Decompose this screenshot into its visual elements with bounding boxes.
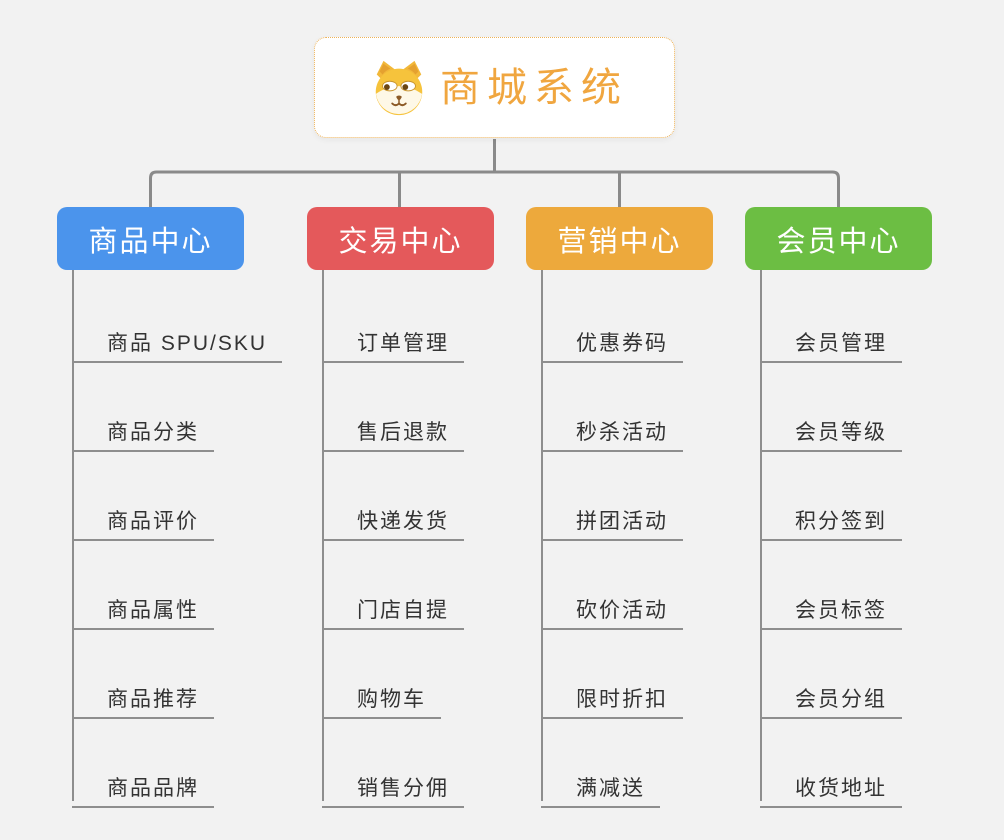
branch-column-member: 会员中心 会员管理 会员等级 积分签到 会员标签 会员分组 收货地址: [745, 207, 997, 808]
leaf-topic[interactable]: 购物车: [322, 672, 441, 719]
leaf-topic[interactable]: 快递发货: [322, 494, 464, 541]
leaf-topic[interactable]: 限时折扣: [541, 672, 683, 719]
leaf-topic[interactable]: 秒杀活动: [541, 405, 683, 452]
leaf-topic[interactable]: 门店自提: [322, 583, 464, 630]
branch-trunk-line: [72, 270, 74, 801]
leaf-topic[interactable]: 商品评价: [72, 494, 214, 541]
branch-column-product: 商品中心 商品 SPU/SKU 商品分类 商品评价 商品属性 商品推荐 商品品牌: [57, 207, 309, 808]
branch-trunk-line: [760, 270, 762, 801]
leaf-topic[interactable]: 会员管理: [760, 316, 902, 363]
leaf-topic[interactable]: 优惠券码: [541, 316, 683, 363]
leaf-topic[interactable]: 商品属性: [72, 583, 214, 630]
branch-trunk-line: [322, 270, 324, 801]
leaf-topic[interactable]: 会员等级: [760, 405, 902, 452]
leaf-topic[interactable]: 拼团活动: [541, 494, 683, 541]
leaf-topic[interactable]: 会员标签: [760, 583, 902, 630]
branch-header-marketing[interactable]: 营销中心: [526, 207, 713, 270]
leaf-topic[interactable]: 会员分组: [760, 672, 902, 719]
branch-column-trade: 交易中心 订单管理 售后退款 快递发货 门店自提 购物车 销售分佣: [307, 207, 559, 808]
leaf-topic[interactable]: 订单管理: [322, 316, 464, 363]
leaf-topic[interactable]: 积分签到: [760, 494, 902, 541]
leaf-topic[interactable]: 商品推荐: [72, 672, 214, 719]
leaf-topic[interactable]: 商品分类: [72, 405, 214, 452]
leaf-topic[interactable]: 砍价活动: [541, 583, 683, 630]
branch-header-product[interactable]: 商品中心: [57, 207, 244, 270]
root-node[interactable]: 商城系统: [314, 37, 675, 138]
branch-column-marketing: 营销中心 优惠券码 秒杀活动 拼团活动 砍价活动 限时折扣 满减送: [526, 207, 778, 808]
branch-header-trade[interactable]: 交易中心: [307, 207, 494, 270]
leaf-topic[interactable]: 售后退款: [322, 405, 464, 452]
leaf-topic[interactable]: 满减送: [541, 761, 660, 808]
branch-trunk-line: [541, 270, 543, 801]
leaf-topic[interactable]: 收货地址: [760, 761, 902, 808]
leaf-topic[interactable]: 商品品牌: [72, 761, 214, 808]
dog-icon: [375, 60, 423, 115]
leaf-topic[interactable]: 销售分佣: [322, 761, 464, 808]
root-title: 商城系统: [440, 65, 628, 110]
leaf-topic[interactable]: 商品 SPU/SKU: [72, 316, 283, 363]
branch-header-member[interactable]: 会员中心: [745, 207, 932, 270]
